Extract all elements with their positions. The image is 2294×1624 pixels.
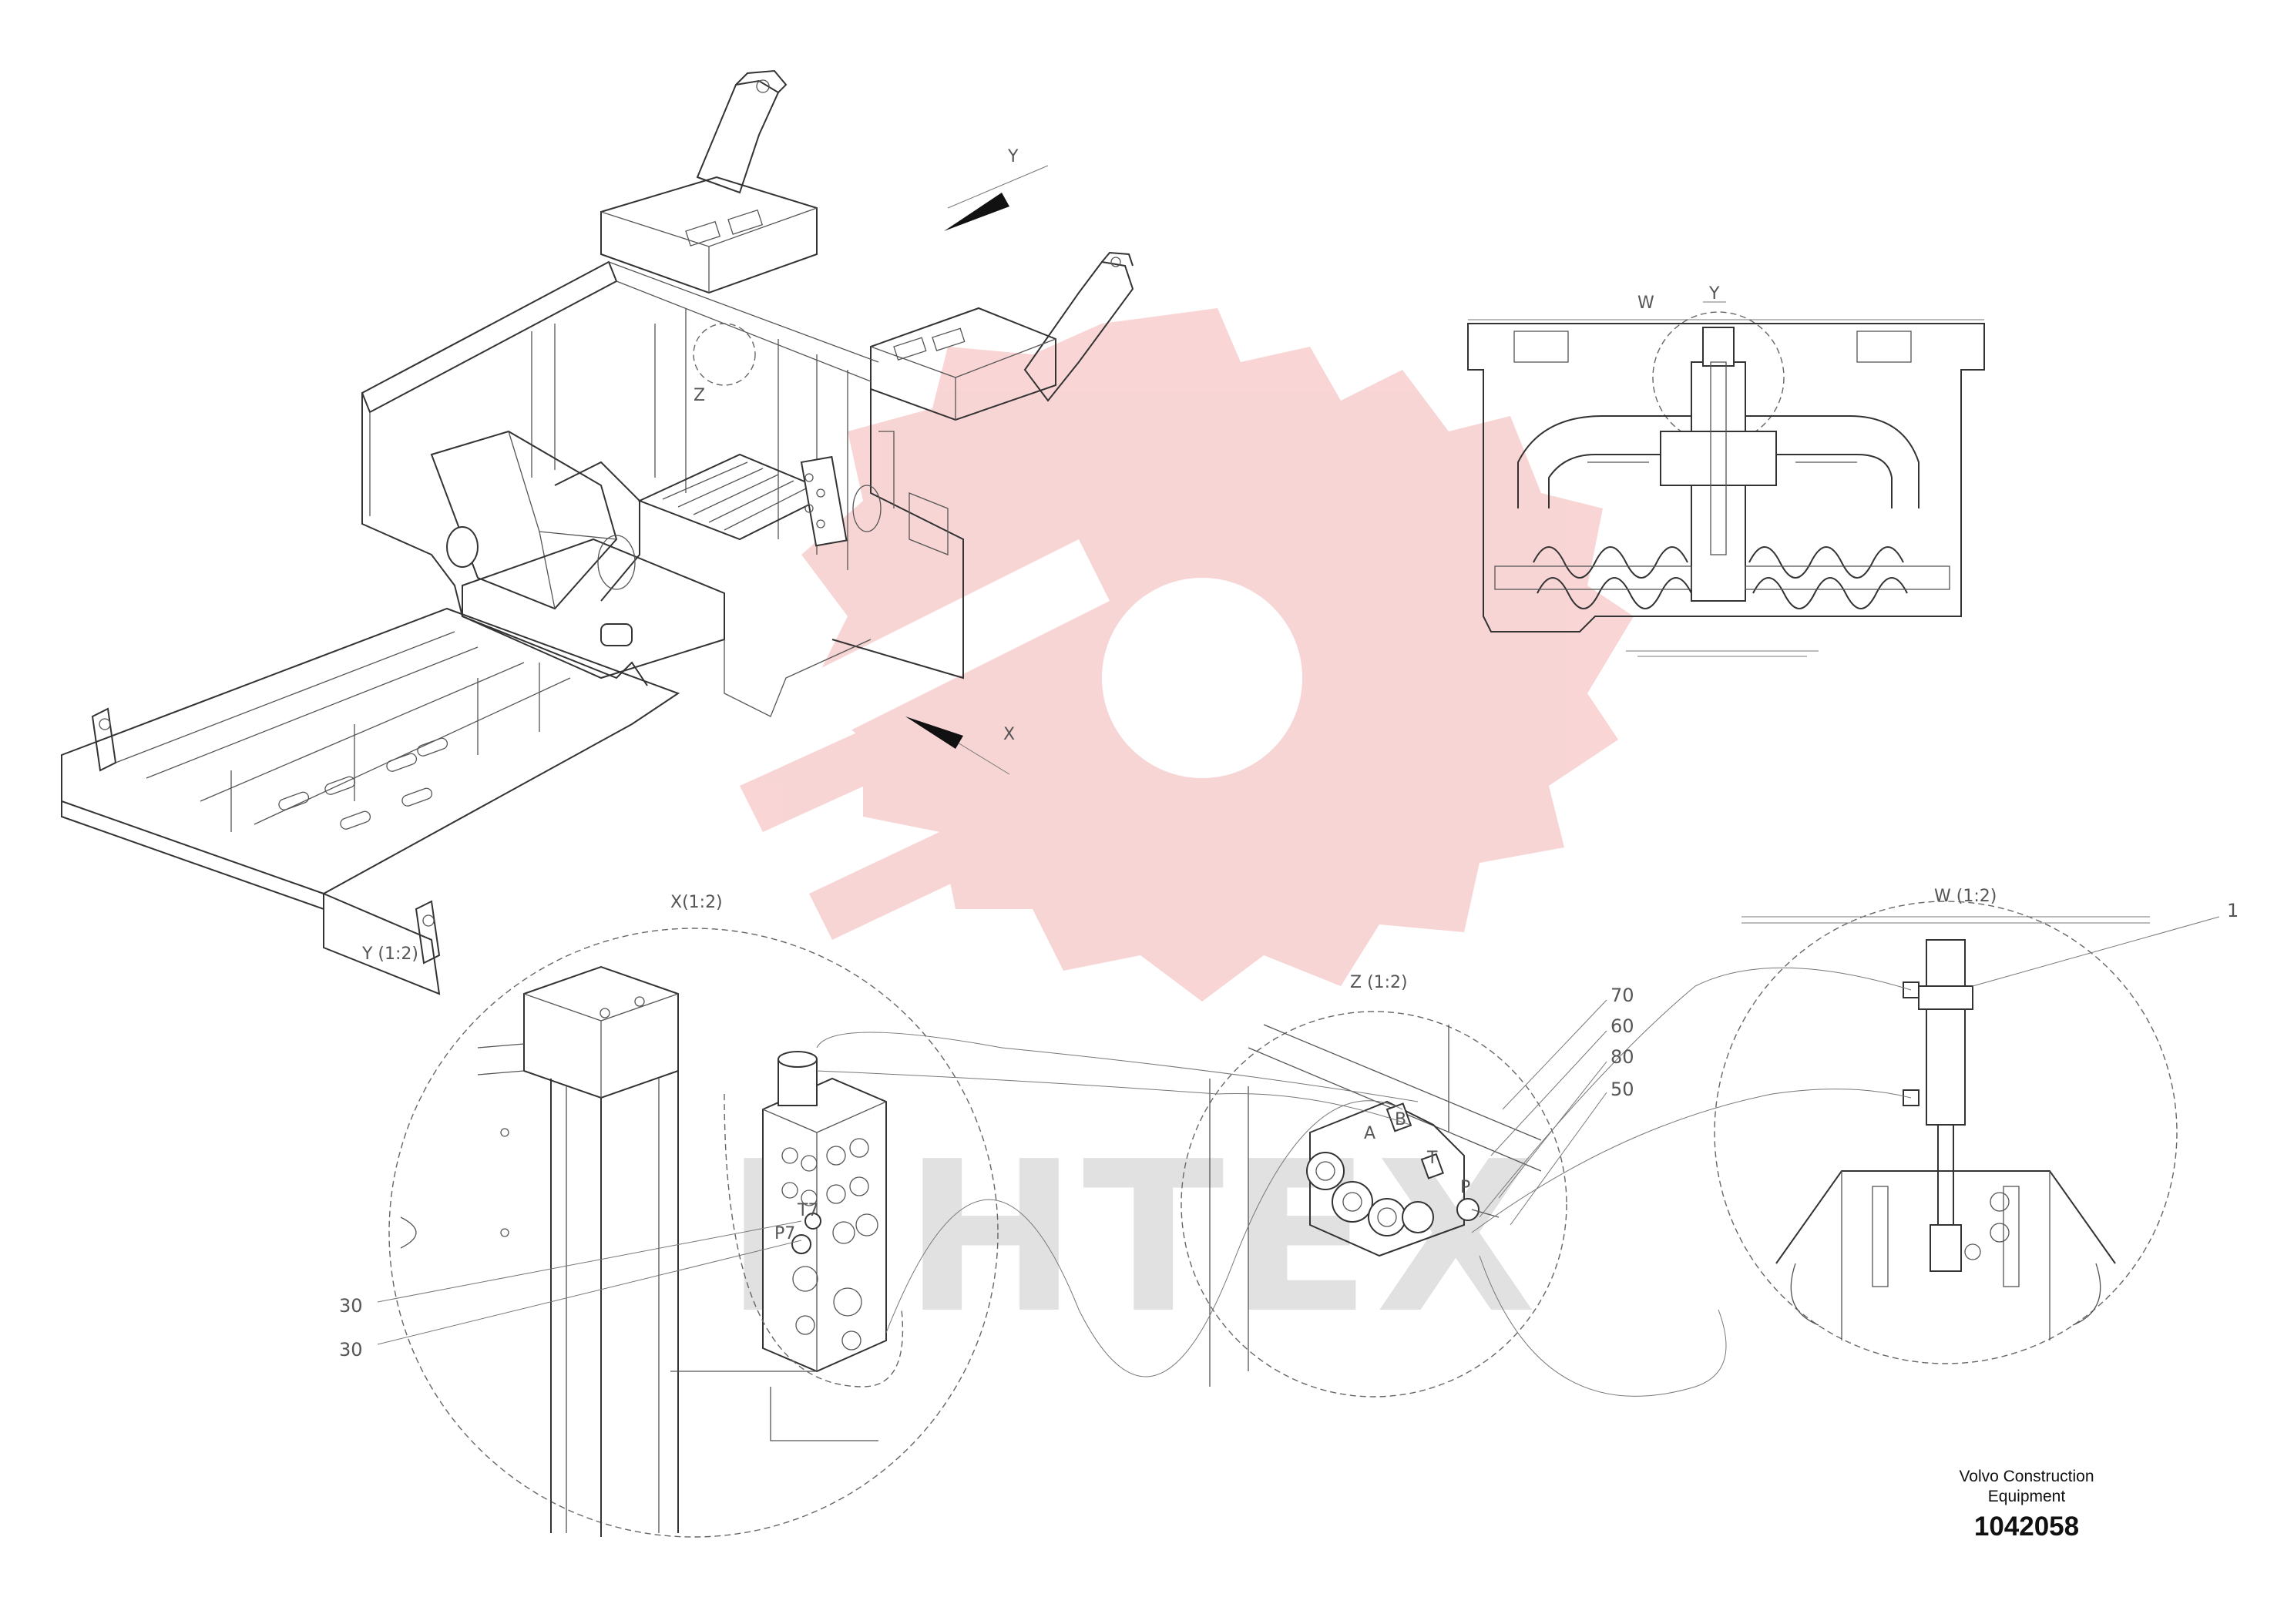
detail-z-label: Z (1:2) [1350, 973, 1408, 992]
view-arrow-y-label: Y [1007, 147, 1019, 166]
z-port-t: T [1426, 1149, 1438, 1168]
view-marker-z: Z [694, 386, 705, 405]
callout-1: 1 [2227, 900, 2239, 921]
view-y-drawing: W Y [1467, 284, 1985, 657]
callout-30-upper: 30 [339, 1295, 363, 1317]
watermark-gear-logo [740, 308, 1634, 1002]
part-callouts: 1 70 60 80 50 30 30 [339, 900, 2239, 1361]
z-port-a: A [1364, 1124, 1375, 1143]
company-name-line2: Equipment [1987, 1488, 2066, 1505]
view-marker-y: Y [1708, 284, 1720, 304]
drawing-number: 1042058 [1973, 1512, 2080, 1542]
hydraulic-hoses [816, 967, 1912, 1397]
company-name-line1: Volvo Construction [1959, 1468, 2094, 1485]
callout-50: 50 [1611, 1079, 1634, 1100]
detail-w-label: W (1:2) [1934, 887, 1997, 906]
auger-left [1494, 546, 1692, 609]
view-arrow-x-label: X [1003, 725, 1015, 744]
detail-x-label: X(1:2) [670, 893, 723, 912]
view-marker-w: W [1637, 294, 1654, 313]
callout-60: 60 [1611, 1015, 1634, 1037]
detail-z-view: Z (1:2) A B T P [1181, 973, 1567, 1398]
view-scale-y: Y (1:2) [361, 945, 418, 964]
callout-70: 70 [1611, 985, 1634, 1006]
main-frame-view: Y X Z Y (1:2) [61, 69, 1134, 995]
port-label-p7: P7 [774, 1224, 795, 1243]
z-port-b: B [1395, 1110, 1406, 1129]
detail-w-view: W (1:2) [1714, 887, 2178, 1364]
z-port-p: P [1460, 1178, 1470, 1197]
port-label-t7: T7 [797, 1201, 818, 1220]
auger-right [1745, 546, 1950, 609]
callout-80: 80 [1611, 1046, 1634, 1068]
callout-30-lower: 30 [339, 1339, 363, 1361]
detail-x-view: X(1:2) T7 P7 [388, 893, 999, 1538]
